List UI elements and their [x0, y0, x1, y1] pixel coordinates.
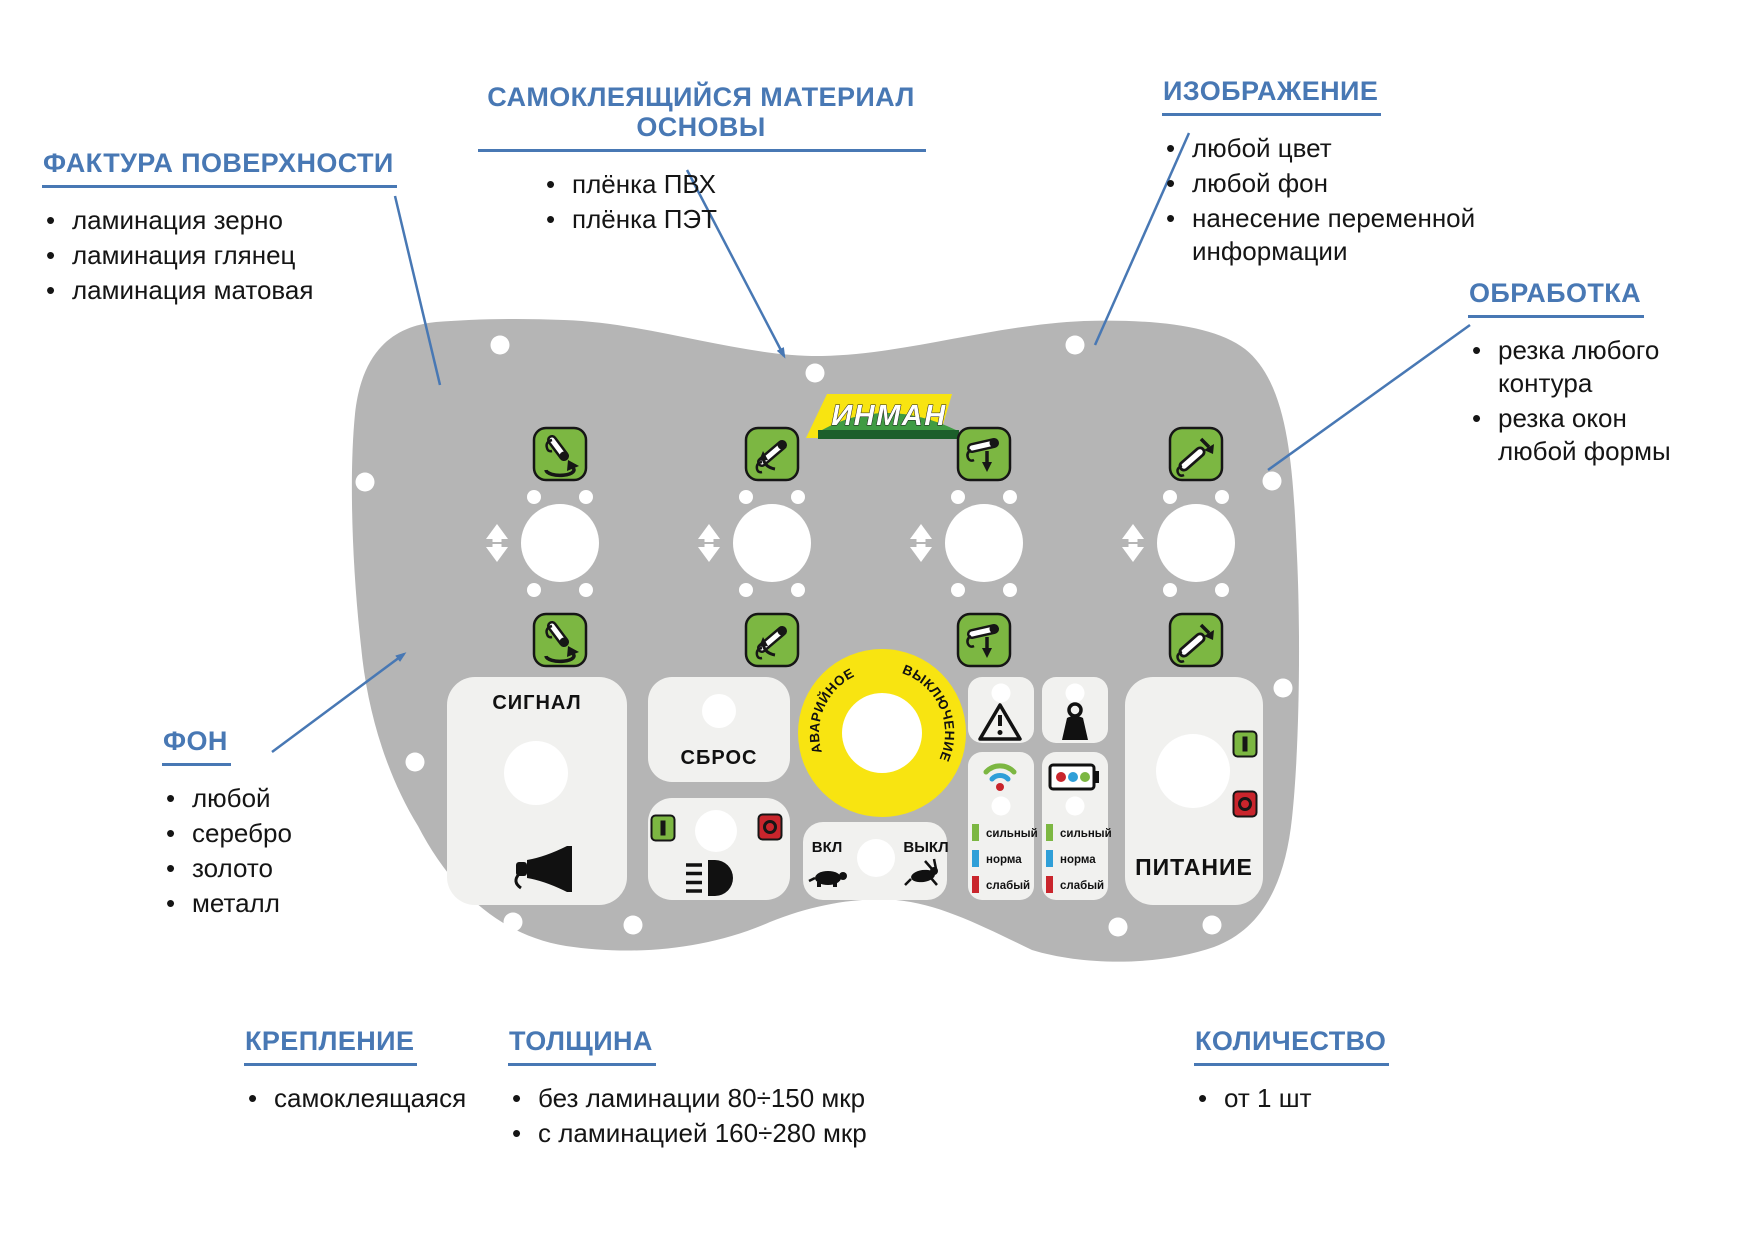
callout-background-title: ФОН — [162, 726, 231, 767]
signal-label: СИГНАЛ — [492, 692, 581, 714]
crane-hook-icon — [958, 428, 1010, 480]
callout-background: ФОН любой серебро золото металл — [162, 726, 292, 922]
callout-quantity: КОЛИЧЕСТВО от 1 шт — [1194, 1026, 1390, 1117]
list-item: самоклеящаяся — [244, 1082, 466, 1115]
callout-processing-title: ОБРАБОТКА — [1468, 278, 1645, 319]
callout-material: САМОКЛЕЯЩИЙСЯ МАТЕРИАЛ ОСНОВЫ плёнка ПВХ… — [478, 82, 926, 238]
crane-boom-icon — [746, 428, 798, 480]
list-item: любой цвет — [1162, 132, 1562, 165]
callout-mounting-title: КРЕПЛЕНИЕ — [244, 1026, 418, 1067]
callout-material-title: САМОКЛЕЯЩИЙСЯ МАТЕРИАЛ ОСНОВЫ — [478, 82, 926, 153]
screw-holes — [355, 335, 1293, 937]
list-item: нанесение переменной информации — [1162, 202, 1562, 268]
callout-texture-title: ФАКТУРА ПОВЕРХНОСТИ — [42, 148, 397, 189]
list-item: ламинация зерно — [42, 204, 397, 237]
callout-processing: ОБРАБОТКА резка любого контура резка око… — [1468, 278, 1754, 470]
list-item: резка окон любой формы — [1468, 402, 1754, 468]
battery-panel: сильный норма слабый — [1042, 752, 1112, 900]
list-item: любой — [162, 782, 292, 815]
crane-hook-icon — [958, 614, 1010, 666]
reset-panel: СБРОС — [648, 677, 790, 782]
signal-normal-label: норма — [986, 854, 1022, 866]
off-label: ВЫКЛ — [903, 839, 948, 856]
rabbit-icon — [904, 858, 938, 886]
list-item: без ламинации 80÷150 мкр — [508, 1082, 867, 1115]
horn-icon — [514, 846, 572, 892]
callout-mounting: КРЕПЛЕНИЕ самоклеящаяся — [244, 1026, 466, 1117]
connector-lines — [271, 132, 1471, 754]
list-item: золото — [162, 852, 292, 885]
arrow-background — [271, 652, 407, 754]
crane-boom-icon — [746, 614, 798, 666]
battery-icon — [1048, 763, 1099, 791]
list-item: серебро — [162, 817, 292, 850]
headlight-icon — [686, 860, 733, 896]
crane-telescope-icon — [1170, 614, 1222, 666]
list-item: ламинация глянец — [42, 239, 397, 272]
weight-icon — [1062, 702, 1088, 740]
battery-normal-label: норма — [1060, 854, 1096, 866]
warning-icon — [978, 703, 1022, 741]
callout-image: ИЗОБРАЖЕНИЕ любой цвет любой фон нанесен… — [1162, 76, 1562, 270]
callout-thickness-title: ТОЛЩИНА — [508, 1026, 656, 1067]
callout-image-title: ИЗОБРАЖЕНИЕ — [1162, 76, 1382, 117]
list-item: плёнка ПВХ — [542, 168, 926, 201]
battery-strong-label: сильный — [1060, 828, 1112, 840]
headlight-panel — [648, 798, 790, 900]
signal-panel: СИГНАЛ — [447, 677, 627, 905]
list-item: металл — [162, 887, 292, 920]
line-processing — [1267, 323, 1471, 472]
brand-logo-text: ИНМАН — [831, 400, 946, 432]
power-panel: ПИТАНИЕ — [1125, 677, 1263, 905]
wifi-icon — [983, 763, 1017, 791]
power-on-badge-icon — [1232, 730, 1258, 758]
list-item: любой фон — [1162, 167, 1562, 200]
off-badge-icon — [757, 813, 783, 841]
warning-panel — [968, 677, 1034, 743]
radio-signal-panel: сильный норма слабый — [968, 752, 1038, 900]
callout-quantity-title: КОЛИЧЕСТВО — [1194, 1026, 1390, 1067]
list-item: от 1 шт — [1194, 1082, 1389, 1115]
list-item: резка любого контура — [1468, 334, 1754, 400]
onoff-panel: ВКЛ ВЫКЛ — [803, 822, 949, 900]
battery-weak-label: слабый — [1060, 880, 1104, 892]
callout-texture: ФАКТУРА ПОВЕРХНОСТИ ламинация зерно лами… — [42, 148, 397, 309]
power-label: ПИТАНИЕ — [1135, 854, 1253, 880]
brand-logo: ИНМАН — [806, 394, 959, 439]
line-texture — [393, 195, 442, 386]
callout-thickness: ТОЛЩИНА без ламинации 80÷150 мкр с ламин… — [508, 1026, 867, 1152]
crane-rotate-icon — [534, 614, 586, 666]
signal-weak-label: слабый — [986, 880, 1030, 892]
crane-telescope-icon — [1170, 428, 1222, 480]
turtle-icon — [808, 871, 847, 887]
reset-label: СБРОС — [681, 747, 758, 769]
signal-strong-label: сильный — [986, 828, 1038, 840]
crane-rotate-icon — [534, 428, 586, 480]
list-item: плёнка ПЭТ — [542, 203, 926, 236]
emergency-stop: АВАРИЙНОЕ ВЫКЛЮЧЕНИЕ — [798, 649, 966, 817]
list-item: ламинация матовая — [42, 274, 397, 307]
load-panel — [1042, 677, 1108, 743]
on-badge-icon — [650, 814, 676, 842]
list-item: с ламинацией 160÷280 мкр — [508, 1117, 867, 1150]
power-off-badge-icon — [1232, 790, 1258, 818]
on-label: ВКЛ — [812, 839, 843, 856]
